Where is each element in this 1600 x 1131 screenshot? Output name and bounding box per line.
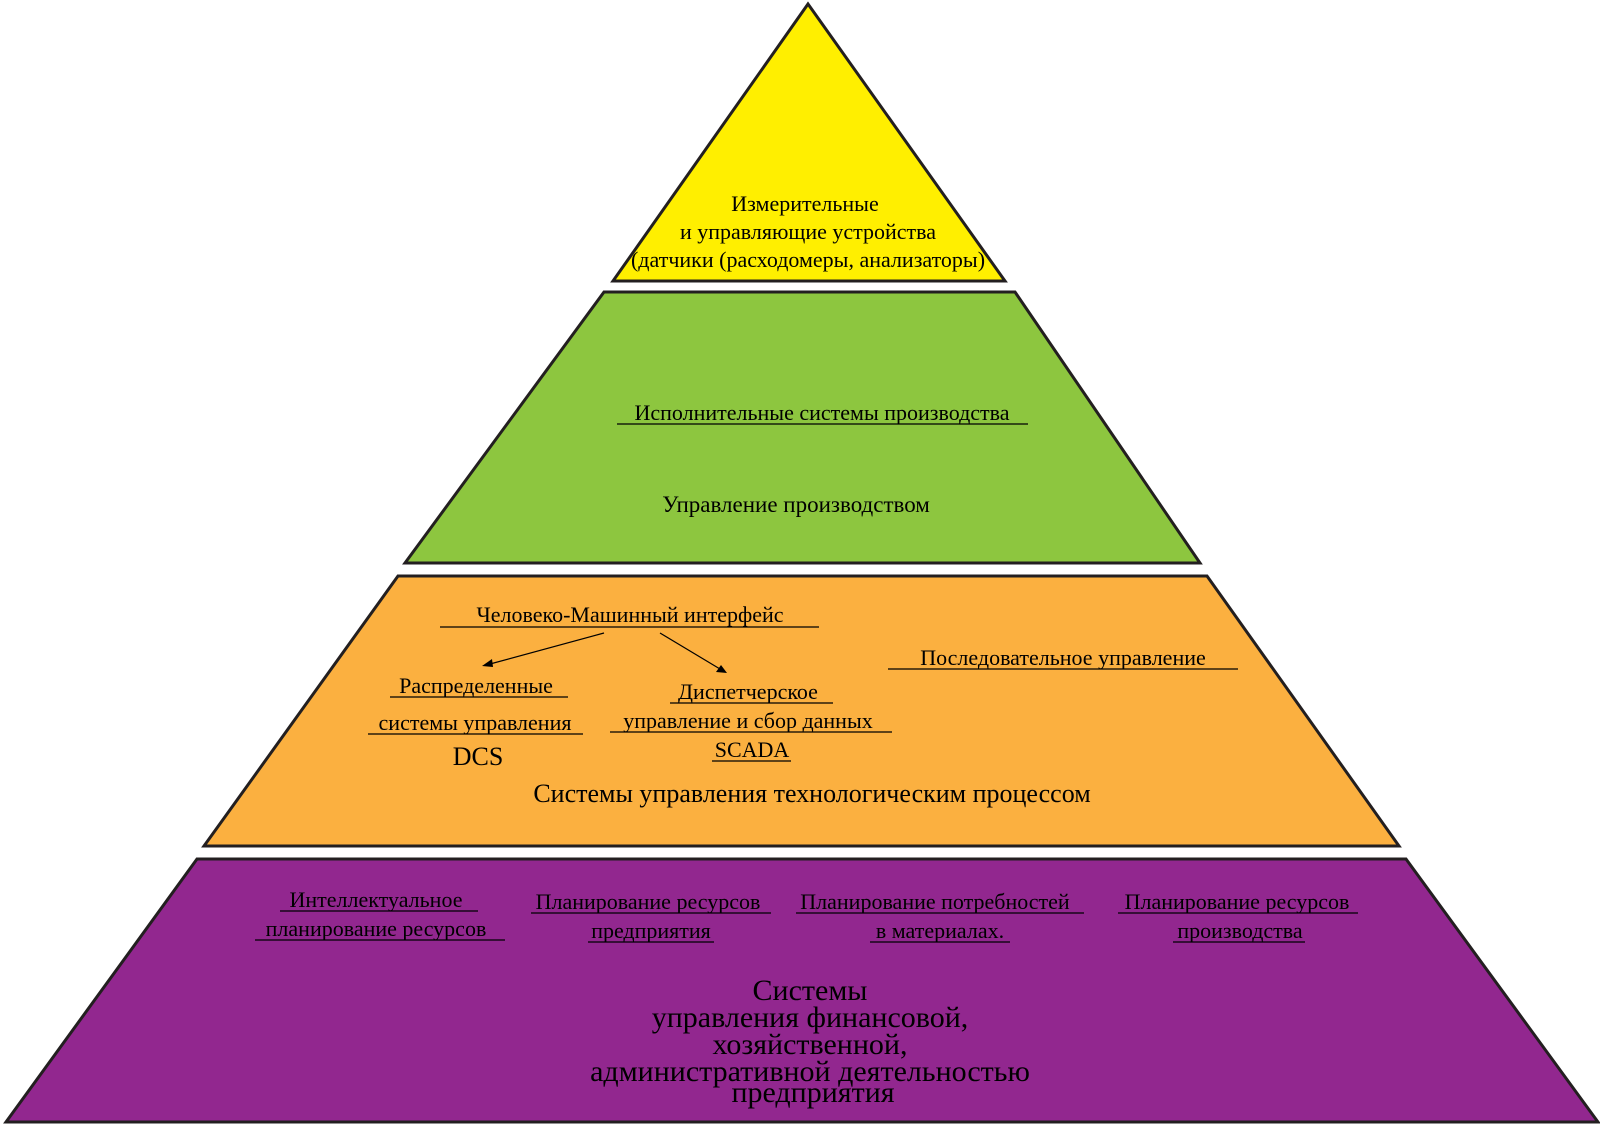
arrow-to-scada [659,632,721,670]
purple-title-line-2: управления финансовой, [652,1001,969,1034]
dcs-line-2: системы управления [379,710,572,735]
top-line-3: (датчики (расходомеры, анализаторы) [631,247,985,272]
purple-item-3-line-2: в материалах. [876,918,1004,943]
orange-hmi-link: Человеко-Машинный интерфейс [476,602,783,627]
purple-item-2-line-2: предприятия [591,918,711,943]
level-production-management [402,290,1203,565]
scada-abbr: SCADA [715,737,790,762]
top-line-2: и управляющие устройства [680,219,936,244]
orange-sequential-link: Последовательное управление [920,645,1206,670]
purple-item-4-line-1: Планирование ресурсов [1125,889,1350,914]
purple-title-line-1: Системы [753,974,868,1007]
level-measurement-devices [610,1,1008,283]
purple-title-line-3: хозяйственной, [713,1028,908,1061]
purple-item-2-line-1: Планирование ресурсов [536,889,761,914]
purple-title-line-5: предприятия [731,1076,894,1109]
dcs-line-1: Распределенные [399,673,553,698]
purple-item-4-line-2: производства [1177,918,1303,943]
purple-item-1-line-1: Интеллектуальное [290,887,463,912]
scada-line-1: Диспетчерское [678,679,818,704]
green-link-mes: Исполнительные системы производства [634,400,1009,425]
arrow-to-scada-head [716,665,727,673]
level-enterprise-management [3,857,1600,1124]
purple-item-1-line-2: планирование ресурсов [266,916,487,941]
purple-title-line-4: административной деятельностью [590,1055,1030,1088]
dcs-abbr: DCS [453,742,504,771]
top-line-1: Измерительные [731,191,878,216]
arrow-to-dcs [489,632,605,665]
orange-title: Системы управления технологическим проце… [533,779,1090,808]
level-process-control [201,574,1402,848]
arrow-to-dcs-head [482,659,493,667]
green-title: Управление производством [662,492,930,517]
scada-line-2: управление и сбор данных [623,708,872,733]
purple-item-3-line-1: Планирование потребностей [800,889,1070,914]
